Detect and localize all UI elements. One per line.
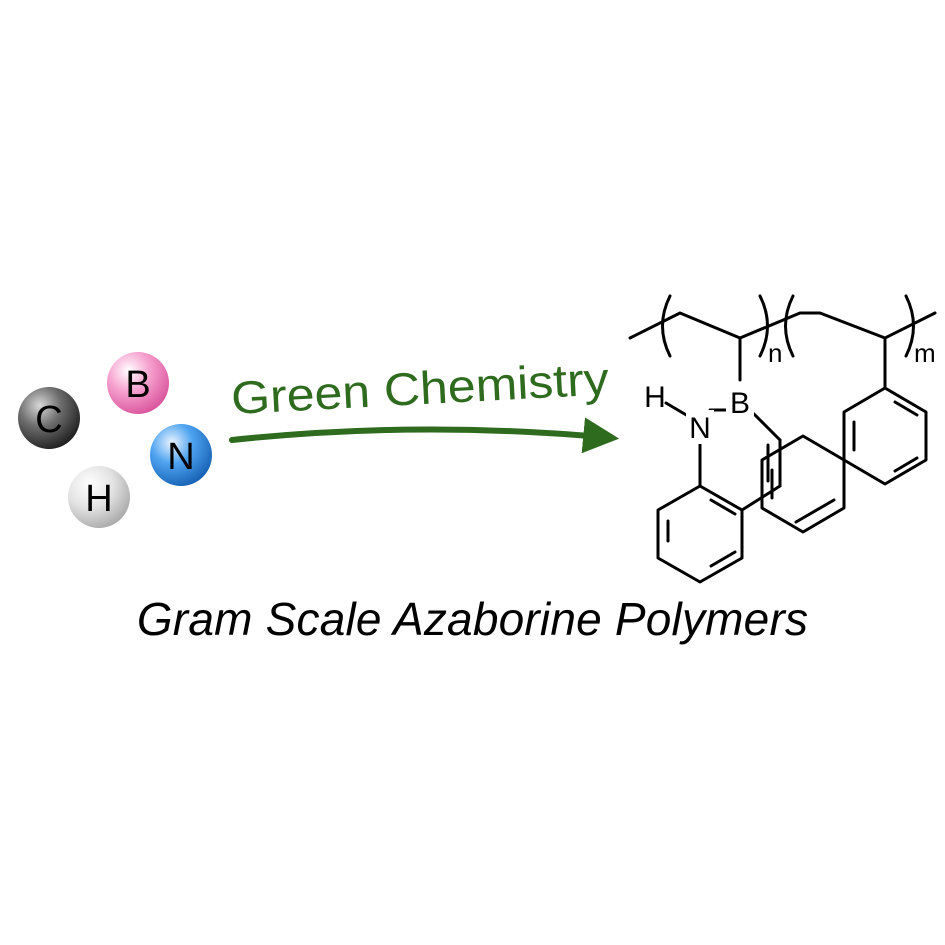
atom-carbon: C	[18, 387, 80, 449]
reaction-arrow	[229, 417, 620, 454]
atom-nitrogen-label: N	[167, 436, 194, 478]
arrow-label: Green Chemistry	[230, 352, 610, 424]
backbone	[628, 311, 937, 340]
atom-carbon-label: C	[35, 399, 62, 441]
subscript-m: m	[914, 338, 936, 368]
naphthalene-ring-left	[760, 434, 846, 534]
subscript-n: n	[768, 338, 782, 368]
benzo-ring	[656, 484, 744, 584]
atom-nitrogen: N	[150, 424, 212, 486]
atom-hydrogen: H	[68, 466, 130, 528]
hydrogen-label: H	[644, 381, 666, 414]
atom-boron-label: B	[125, 364, 150, 406]
nitrogen-label-mask	[686, 410, 714, 444]
caption: Gram Scale Azaborine Polymers	[136, 593, 809, 645]
bracket-n-left	[661, 294, 672, 358]
polymer-structure	[628, 294, 937, 584]
bond-h-n	[664, 401, 690, 418]
boron-label-mask	[726, 384, 754, 418]
bracket-m-left	[784, 294, 795, 358]
nitrogen-label: N	[689, 412, 711, 445]
bracket-m-right	[904, 294, 915, 358]
atom-boron: B	[107, 352, 169, 414]
bracket-n-right	[758, 294, 769, 358]
naphthalene-ring-right	[842, 386, 928, 486]
boron-label: B	[730, 387, 750, 420]
atom-hydrogen-label: H	[85, 478, 112, 520]
